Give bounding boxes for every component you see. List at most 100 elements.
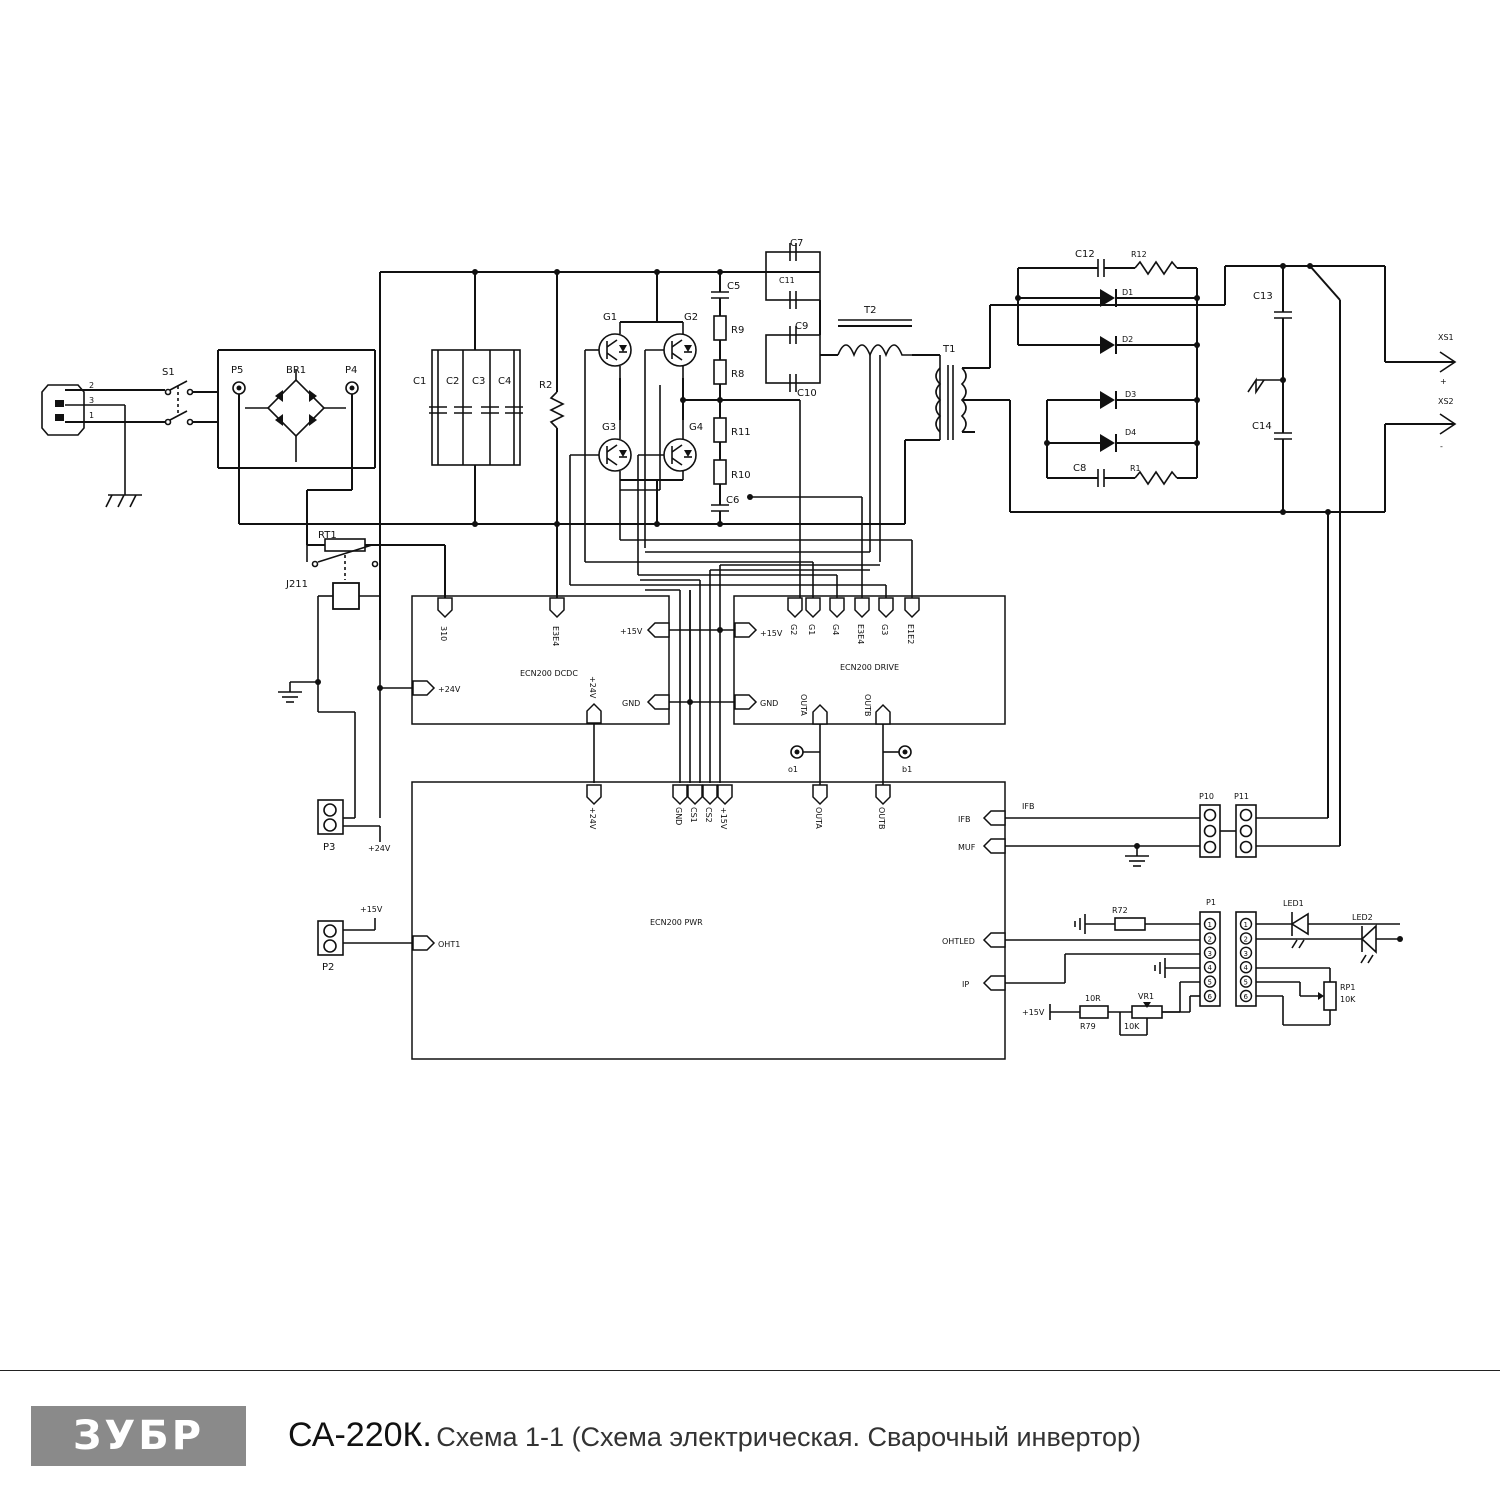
footer-divider: [0, 1370, 1500, 1371]
component-label: C4: [498, 376, 511, 387]
component-label: G1: [603, 312, 617, 323]
pin-label: OUTB: [877, 807, 886, 830]
component-label: LED1: [1283, 899, 1304, 908]
pin-label: GND: [622, 699, 640, 708]
connector-pin-number: 3: [1244, 950, 1248, 958]
bridge-rectifier: P5 BR1 P4: [217, 349, 376, 545]
net-label: +24V: [368, 844, 391, 853]
block-title: ECN200 DCDC: [520, 669, 578, 678]
component-label: C7: [790, 238, 803, 249]
component-label: R2: [539, 380, 552, 391]
terminal-label: +: [1440, 377, 1447, 386]
pin-label: E3E4: [856, 624, 865, 644]
component-label: T2: [863, 305, 876, 316]
pin-label: OHT1: [438, 940, 460, 949]
component-label: BR1: [286, 365, 306, 376]
schema-description: Схема 1-1 (Схема электрическая. Сварочны…: [436, 1422, 1142, 1452]
component-label: G3: [602, 422, 616, 433]
component-label: J211: [285, 579, 308, 590]
output-filter: C13 C14 XS1 + XS2 -: [1247, 263, 1457, 846]
component-label: G4: [689, 422, 703, 433]
output-rectifier: C12 R12 D1 D2 D3 D4 C8 R1: [962, 249, 1385, 513]
connector-pin: [1203, 932, 1217, 945]
mains-inlet: 2 3 1: [41, 381, 165, 508]
connector-pin: [1203, 975, 1217, 988]
component-label: C13: [1253, 291, 1273, 302]
zubr-logo: ЗУБР: [31, 1406, 246, 1466]
pin-label: IFB: [958, 815, 970, 824]
component-label: P3: [323, 842, 335, 853]
component-label: R1: [1130, 464, 1141, 473]
main-transformer-t1: T1: [905, 344, 967, 441]
component-label: C11: [779, 276, 795, 285]
component-label: D4: [1125, 428, 1136, 437]
pin-label: +15V: [719, 807, 728, 830]
pin-label: GND: [674, 807, 683, 825]
component-label: D3: [1125, 390, 1136, 399]
component-label: C9: [795, 321, 808, 332]
component-label: R8: [731, 369, 744, 380]
testpoint-label: o1: [788, 765, 798, 774]
connector-pin-number: 1: [1244, 921, 1248, 929]
net-label: +15V: [360, 905, 383, 914]
component-label: C3: [472, 376, 485, 387]
connector-pin: [1203, 961, 1217, 974]
component-label: P4: [345, 365, 357, 376]
connector-pin: [1203, 989, 1217, 1003]
component-label: P5: [231, 365, 243, 376]
component-label: 10K: [1340, 995, 1356, 1004]
pin-label: 3: [89, 396, 94, 405]
pin-label: OUTA: [799, 694, 808, 716]
pin-label: OUTB: [863, 694, 872, 717]
connector-pin-number: 5: [1244, 979, 1248, 987]
connector-pin-number: 4: [1244, 964, 1249, 972]
dc-bus: [239, 269, 906, 640]
component-label: R10: [731, 470, 751, 481]
document-caption: СА-220К. Схема 1-1 (Схема электрическая.…: [288, 1416, 1141, 1455]
gate-wiring: [569, 349, 913, 783]
pin-label: 1: [89, 411, 94, 420]
component-label: R11: [731, 427, 751, 438]
welding-inverter-schematic: 2 3 1 S1 P5 BR1 P4: [41, 238, 1457, 1060]
connector-pin: [1239, 946, 1253, 959]
pin-label: G3: [880, 624, 889, 635]
component-label: C5: [727, 281, 740, 292]
component-label: R9: [731, 325, 744, 336]
component-label: C1: [413, 376, 426, 387]
component-label: 10R: [1085, 994, 1101, 1003]
pin-label: 310: [439, 626, 448, 641]
component-label: D1: [1122, 288, 1133, 297]
component-label: VR1: [1138, 992, 1154, 1001]
pin-label: OHTLED: [942, 937, 975, 946]
component-label: C6: [726, 495, 739, 506]
component-label: P10: [1199, 792, 1214, 801]
resonant-capacitors: C7 C11 C9 C10: [765, 238, 838, 399]
connector-p2: P2 +15V: [317, 905, 413, 973]
pin-label: +15V: [760, 629, 783, 638]
pin-label: IP: [962, 980, 969, 989]
pin-label: +15V: [620, 627, 643, 636]
connector-pin: [1239, 989, 1253, 1003]
component-label: C14: [1252, 421, 1272, 432]
switch-s1: S1: [162, 367, 218, 426]
resistor-r2: R2: [539, 272, 565, 598]
pin-label: CS2: [704, 807, 713, 823]
connector-pin-number: 6: [1208, 993, 1213, 1001]
connector-pin-number: 2: [1208, 935, 1212, 943]
connector-pin-number: 1: [1208, 921, 1212, 929]
filter-capacitors: C1 C2 C3 C4: [413, 272, 524, 524]
connector-pin: [1239, 917, 1253, 931]
component-label: C10: [797, 388, 817, 399]
component-label: T1: [942, 344, 955, 355]
component-label: D2: [1122, 335, 1133, 344]
pin-label: OUTA: [814, 807, 823, 829]
terminal-label: XS2: [1438, 397, 1454, 406]
component-label: G2: [684, 312, 698, 323]
connector-pin-number: 2: [1244, 935, 1248, 943]
component-label: P11: [1234, 792, 1249, 801]
panel-leds: LED1 LED2 RP1 10K: [1256, 899, 1403, 1026]
pin-label: MUF: [958, 843, 976, 852]
pin-label: +24V: [438, 685, 461, 694]
snubber-chain: C5 R9 R8 R11 R10 C6: [680, 272, 800, 524]
